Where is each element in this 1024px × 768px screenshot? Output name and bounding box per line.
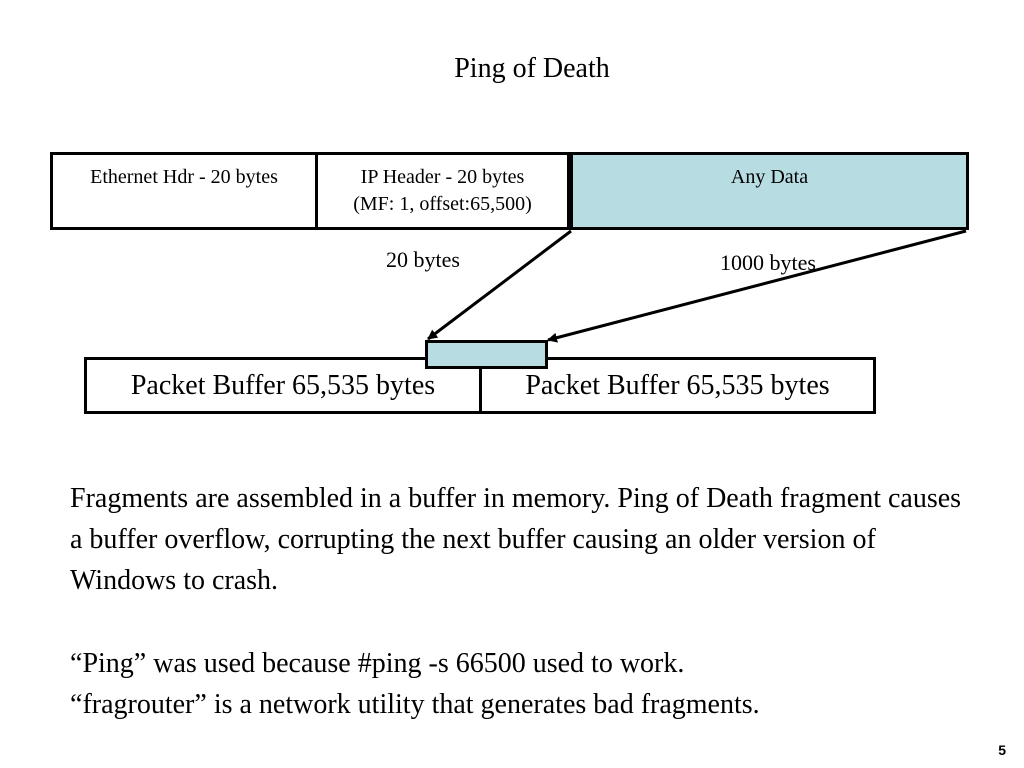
overflow-fragment-box <box>425 340 548 369</box>
slide-title: Ping of Death <box>454 53 610 84</box>
ping-note-text: was used because #ping -s 66500 used to … <box>146 648 685 679</box>
fragrouter-term: fragrouter <box>82 689 195 720</box>
arrow-ip-to-buffer <box>427 229 572 341</box>
packet-buffer-2: Packet Buffer 65,535 bytes <box>479 357 876 414</box>
ip-size-label: 20 bytes <box>386 247 460 272</box>
ip-header-label: IP Header - 20 bytes <box>360 166 525 188</box>
explanation-paragraph: Fragments are assembled in a buffer in m… <box>70 483 962 596</box>
packet-buffer-2-label: Packet Buffer 65,535 bytes <box>525 370 830 401</box>
packet-buffer-1-label: Packet Buffer 65,535 bytes <box>130 370 436 401</box>
page-number: 5 <box>998 742 1006 758</box>
close-quote: ” <box>194 689 207 720</box>
ping-note-line: “Ping” was used because #ping -s 66500 u… <box>70 643 970 684</box>
open-quote: “ <box>70 648 83 679</box>
notes-paragraph: “Ping” was used because #ping -s 66500 u… <box>70 643 970 725</box>
any-data-label: Any Data <box>730 166 809 188</box>
ethernet-header-label: Ethernet Hdr - 20 bytes <box>90 166 278 188</box>
open-quote: “ <box>70 689 83 720</box>
packet-buffer-1: Packet Buffer 65,535 bytes <box>84 357 482 414</box>
any-data-box: Any Data <box>570 152 969 230</box>
data-size-label: 1000 bytes <box>720 250 816 275</box>
ping-term: Ping <box>82 648 134 679</box>
ip-header-flags: (MF: 1, offset:65,500) <box>353 193 532 215</box>
ip-header-text: IP Header - 20 bytes (MF: 1, offset:65,5… <box>318 155 567 218</box>
fragrouter-note-text: is a network utility that generates bad … <box>206 689 760 720</box>
close-quote: ” <box>133 648 147 679</box>
fragrouter-note-line: “fragrouter” is a network utility that g… <box>70 684 970 725</box>
arrow-data-to-buffer <box>547 229 967 343</box>
ip-header-box: IP Header - 20 bytes (MF: 1, offset:65,5… <box>315 152 570 230</box>
